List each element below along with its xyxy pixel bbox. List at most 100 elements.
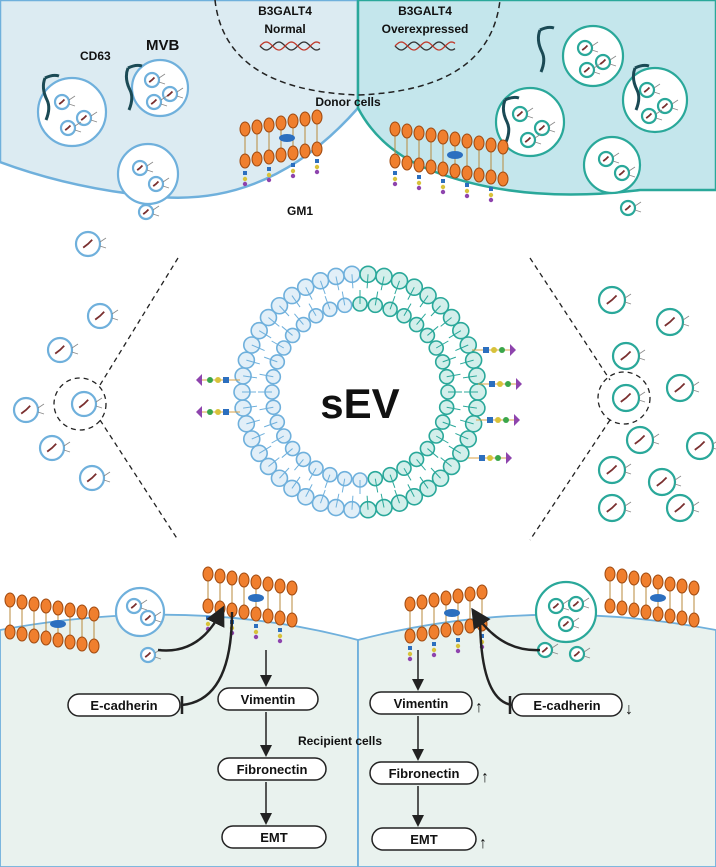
over-state-label: Overexpressed [382, 22, 469, 36]
cd63-label: CD63 [80, 49, 111, 63]
svg-text:Vimentin: Vimentin [394, 696, 449, 711]
dna-normal-icon [259, 41, 321, 51]
left-ecadherin-box: E-cadherin [67, 693, 181, 717]
sev-normal [70, 390, 103, 418]
sev-overexpressed [647, 467, 682, 497]
cd63-marker-icon [501, 95, 520, 143]
zoom-line-left-bottom [99, 419, 179, 541]
intraluminal-vesicle [638, 81, 661, 99]
svg-text:Vimentin: Vimentin [241, 692, 296, 707]
sev-normal [12, 396, 45, 424]
intraluminal-vesicle [143, 71, 166, 89]
normal-state-label: Normal [264, 22, 305, 36]
intraluminal-vesicle [594, 53, 617, 71]
gm1-glycan-icon [478, 378, 522, 390]
intraluminal-vesicle [511, 105, 534, 123]
zoom-circle-right [597, 371, 651, 425]
sev-normal [46, 336, 79, 364]
svg-text:EMT: EMT [410, 832, 438, 847]
intraluminal-vesicle [557, 615, 580, 633]
zoom-line-left-top [99, 257, 179, 386]
sev-bilayer [196, 265, 522, 519]
right-ecadherin-box: E-cadherin [511, 693, 623, 717]
zoom-line-right-top [529, 257, 611, 381]
sev-overexpressed [665, 373, 700, 403]
cd63-marker-icon [536, 25, 555, 73]
svg-text:E-cadherin: E-cadherin [90, 698, 157, 713]
mvb [130, 58, 190, 118]
mvb [621, 66, 689, 134]
donor-cells-label: Donor cells [315, 95, 381, 109]
left-emt-box: EMT [221, 825, 327, 849]
recipient-raft-right-2 [604, 566, 700, 628]
gm1-glycan-icon [476, 414, 520, 426]
mvb-label: MVB [146, 37, 180, 54]
intraluminal-vesicle [59, 119, 82, 137]
vesicle [568, 645, 591, 663]
intraluminal-vesicle [533, 119, 556, 137]
intraluminal-vesicle [567, 595, 590, 613]
right-fibronectin-box: Fibronectin [369, 761, 479, 785]
sev-normal [86, 302, 119, 330]
emt-up-arrow: ↑ [479, 835, 487, 852]
sev-overexpressed [597, 455, 632, 485]
left-vimentin-box: Vimentin [217, 687, 319, 711]
intraluminal-vesicle [597, 150, 620, 168]
svg-text:E-cadherin: E-cadherin [533, 698, 600, 713]
svg-text:EMT: EMT [260, 830, 288, 845]
mvb [561, 24, 625, 88]
mvb [582, 135, 642, 195]
over-gene-label: B3GALT4 [398, 4, 452, 18]
intraluminal-vesicle [576, 39, 599, 57]
nucleus-outline [214, 0, 501, 96]
mvb [114, 586, 166, 638]
vesicle [137, 203, 160, 221]
cd63-marker-icon [631, 63, 650, 111]
sev-normal [38, 434, 71, 462]
cd63-marker-icon [41, 73, 60, 121]
sev-overexpressed [597, 493, 632, 523]
sev-overexpressed [611, 383, 646, 413]
donor-raft-normal [239, 109, 323, 187]
recipient-raft-left-1 [4, 592, 100, 654]
sev-label: sEV [320, 380, 399, 427]
intraluminal-vesicle [139, 609, 162, 627]
svg-text:Fibronectin: Fibronectin [237, 762, 308, 777]
recipient-cells-label: Recipient cells [298, 734, 382, 748]
free-vesicles [12, 230, 716, 523]
mvb [116, 142, 180, 206]
right-vimentin-box: Vimentin [369, 691, 473, 715]
intraluminal-vesicle [519, 131, 542, 149]
zoom-line-right-bottom [529, 419, 611, 541]
gm1-glycan-icon [196, 374, 240, 386]
intraluminal-vesicle [75, 109, 98, 127]
gm1-glycan-icon [468, 452, 512, 464]
sev-overexpressed [597, 285, 632, 315]
sev-overexpressed [685, 431, 716, 461]
dna-overexpressed-icon [394, 41, 456, 51]
sev-normal [74, 230, 107, 258]
mvb [534, 580, 598, 644]
vimentin-up-arrow: ↑ [475, 699, 483, 716]
gm1-glycan-icon [196, 406, 240, 418]
svg-text:Fibronectin: Fibronectin [389, 766, 460, 781]
intraluminal-vesicle [147, 175, 170, 193]
mvb [494, 86, 566, 158]
sev-overexpressed [655, 307, 690, 337]
intraluminal-vesicle [578, 61, 601, 79]
cd63-marker-icon [124, 63, 143, 111]
right-emt-box: EMT [371, 827, 477, 851]
gm1-label: GM1 [287, 204, 313, 218]
left-fibronectin-box: Fibronectin [217, 757, 327, 781]
intraluminal-vesicle [53, 93, 76, 111]
intraluminal-vesicle [656, 97, 679, 115]
gm1-glycan-icon [472, 344, 516, 356]
sev-overexpressed [625, 425, 660, 455]
intraluminal-vesicle [161, 85, 184, 103]
intraluminal-vesicle [640, 107, 663, 125]
ecadherin-down-arrow: ↓ [625, 701, 633, 718]
intraluminal-vesicle [547, 597, 570, 615]
sev-normal [78, 464, 111, 492]
vesicle [619, 199, 642, 217]
